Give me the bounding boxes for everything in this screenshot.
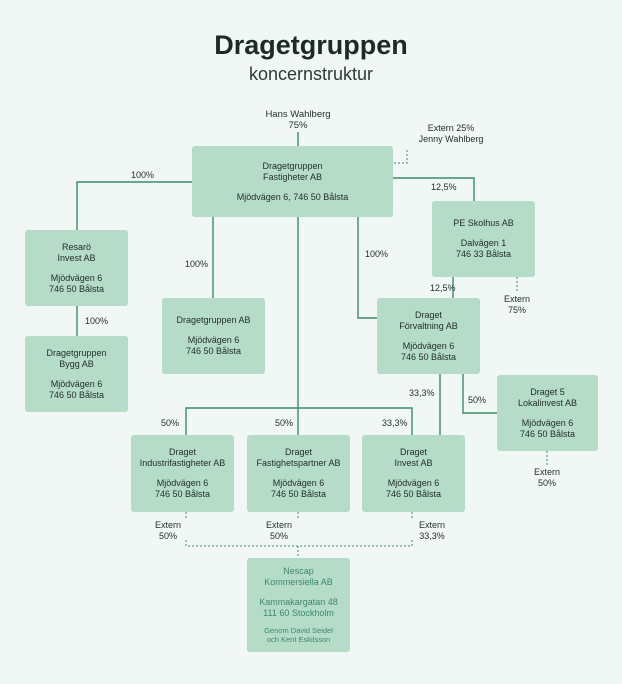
external-label-text: Extern <box>265 520 292 530</box>
company-name: Industrifastigheter AB <box>139 458 226 468</box>
company-address: Mjödvägen 6 <box>521 417 574 428</box>
company-name: Resarö <box>61 241 91 252</box>
company-address: 746 33 Bålsta <box>455 249 512 259</box>
company-address: 746 50 Bålsta <box>48 389 105 400</box>
company-name: Draget <box>399 447 427 457</box>
company-note: och Kent Eskilsson <box>266 635 331 644</box>
ownership-label-invest: 33,3% <box>382 418 408 428</box>
external-label-industri: Extern 50% <box>148 520 188 542</box>
company-address: Mjödvägen 6, 746 50 Bålsta <box>236 191 349 202</box>
company-name: Fastighetspartner AB <box>256 458 341 468</box>
company-address: Mjödvägen 6 <box>187 335 240 345</box>
external-label-text: Extern <box>533 467 560 477</box>
company-name: Invest AB <box>57 252 96 263</box>
owner-name: Hans Wahlberg <box>265 109 331 120</box>
company-address: 746 50 Bålsta <box>270 489 327 499</box>
external-label-share: 50% <box>537 478 556 488</box>
company-address: 746 50 Bålsta <box>385 489 442 499</box>
page-subtitle: koncernstruktur <box>248 64 374 84</box>
external-label-text: Extern <box>154 520 181 530</box>
owner-label: Hans Wahlberg 75% <box>248 109 348 131</box>
external-owner-label: Extern 25% Jenny Wahlberg <box>407 123 495 145</box>
company-lokalinvest: Draget 5 Lokalinvest AB Mjödvägen 6 746 … <box>497 375 598 451</box>
connector-resaro <box>76 181 192 230</box>
company-address: 746 50 Bålsta <box>185 346 242 356</box>
company-name: PE Skolhus AB <box>453 218 514 228</box>
company-note: Genom David Seidel <box>264 626 333 635</box>
company-name: Invest AB <box>394 458 433 468</box>
ownership-label-partner: 50% <box>275 418 294 428</box>
company-address: 746 50 Bålsta <box>400 351 457 362</box>
company-address: Mjödvägen 6 <box>402 340 455 351</box>
company-address: 111 60 Stockholm <box>263 608 334 618</box>
company-address: 746 50 Bålsta <box>48 283 105 294</box>
external-label-share: 75% <box>507 305 526 315</box>
page-title: Dragetgruppen <box>214 30 408 60</box>
company-name: Dragetgruppen AB <box>176 315 251 325</box>
external-owner-name: Jenny Wahlberg <box>418 134 484 144</box>
company-resaro: Resarö Invest AB Mjödvägen 6 746 50 Båls… <box>25 230 128 306</box>
external-label-lokalinvest: Extern 50% <box>529 467 565 489</box>
company-address: Kammakargatan 48 <box>259 597 338 607</box>
external-owner-share: Extern 25% <box>427 123 475 133</box>
ownership-label-forv-skolhus: 12,5% <box>430 283 456 293</box>
company-name: Bygg AB <box>59 358 94 369</box>
connector-skolhus <box>393 177 475 201</box>
company-name: Draget 5 <box>530 386 565 397</box>
external-label-invest: Extern 33,3% <box>414 520 450 542</box>
company-name: Lokalinvest AB <box>517 397 578 408</box>
company-name: Nescap <box>283 566 314 576</box>
ownership-label-lokalinvest: 50% <box>468 395 487 405</box>
owner-share: 75% <box>288 120 308 131</box>
company-name: Draget <box>168 447 196 457</box>
company-industrifastigheter: Draget Industrifastigheter AB Mjödvägen … <box>131 435 234 512</box>
connector-lokalinvest <box>462 374 497 414</box>
external-label-share: 50% <box>269 531 288 541</box>
ownership-label-industri: 50% <box>161 418 180 428</box>
company-skolhus: PE Skolhus AB Dalvägen 1 746 33 Bålsta <box>432 201 535 277</box>
company-nescap: Nescap Kommersiella AB Kammakargatan 48 … <box>247 558 350 652</box>
ownership-label-skolhus: 12,5% <box>431 182 457 192</box>
company-address: Mjödvägen 6 <box>272 478 325 488</box>
company-name: Dragetgruppen <box>262 160 323 171</box>
company-name: Kommersiella AB <box>264 577 333 587</box>
company-address: Mjödvägen 6 <box>50 378 103 389</box>
external-label-skolhus: Extern 75% <box>499 294 535 316</box>
company-address: Mjödvägen 6 <box>50 272 103 283</box>
ownership-label-resaro: 100% <box>131 170 155 180</box>
ownership-label-forv-invest: 33,3% <box>409 388 435 398</box>
company-fastighetspartner: Draget Fastighetspartner AB Mjödvägen 6 … <box>247 435 350 512</box>
external-label-text: Extern <box>503 294 530 304</box>
company-name: Draget <box>414 309 442 320</box>
company-address: Mjödvägen 6 <box>387 478 440 488</box>
dashed-ext-bus <box>185 540 413 547</box>
company-name: Dragetgruppen <box>46 347 107 358</box>
external-label-share: 33,3% <box>419 531 445 541</box>
dashed-external-owner <box>393 150 408 164</box>
company-address: 746 50 Bålsta <box>154 489 211 499</box>
ownership-label-forvaltning: 100% <box>365 249 389 259</box>
company-bygg: Dragetgruppen Bygg AB Mjödvägen 6 746 50… <box>25 336 128 412</box>
ownership-label-bygg: 100% <box>85 316 109 326</box>
company-name: Draget <box>284 447 312 457</box>
company-fastigheter: Dragetgruppen Fastigheter AB Mjödvägen 6… <box>192 146 393 217</box>
connector-forvaltning <box>357 217 377 319</box>
company-address: Dalvägen 1 <box>460 238 507 248</box>
external-label-share: 50% <box>158 531 177 541</box>
company-invest: Draget Invest AB Mjödvägen 6 746 50 Båls… <box>362 435 465 512</box>
ownership-label-dragetgruppen-ab: 100% <box>185 259 209 269</box>
external-label-text: Extern <box>418 520 445 530</box>
external-label-partner: Extern 50% <box>259 520 299 542</box>
company-dragetgruppen-ab: Dragetgruppen AB Mjödvägen 6 746 50 Båls… <box>162 298 265 374</box>
company-address: 746 50 Bålsta <box>519 428 576 439</box>
company-forvaltning: Draget Förvaltning AB Mjödvägen 6 746 50… <box>377 298 480 374</box>
connector-bus <box>185 407 413 435</box>
company-address: Mjödvägen 6 <box>156 478 209 488</box>
company-name: Fastigheter AB <box>262 171 323 182</box>
company-name: Förvaltning AB <box>399 320 458 331</box>
